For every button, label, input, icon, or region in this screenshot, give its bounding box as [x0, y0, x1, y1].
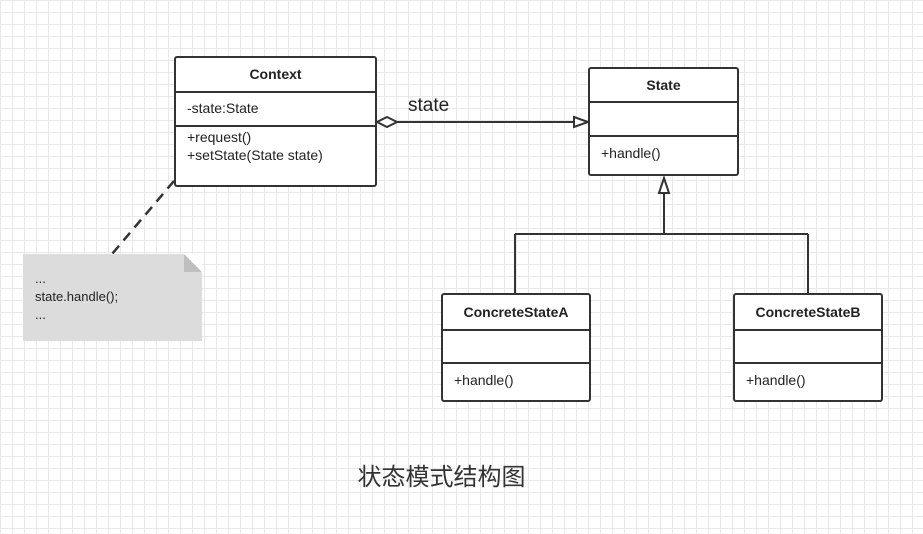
note-line: state.handle();: [35, 289, 119, 304]
generalization-triangle: [657, 174, 671, 194]
class-concrete-state-b[interactable]: ConcreteStateB +handle(): [733, 293, 883, 402]
class-concrete-state-a-methods: +handle(): [443, 364, 589, 389]
class-context-attributes: -state:State: [176, 93, 375, 127]
class-concrete-state-b-name: ConcreteStateB: [735, 295, 881, 331]
context-method: +request(): [187, 129, 252, 145]
class-context-methods: +request() +setState(State state): [176, 127, 375, 164]
class-concrete-state-a-attributes: [443, 331, 589, 364]
class-context[interactable]: Context -state:State +request() +setStat…: [174, 56, 377, 187]
association-label: state: [408, 95, 450, 116]
note-line: ...: [35, 271, 46, 286]
aggregation-diamond: [374, 115, 400, 129]
concrete-state-b-method: +handle(): [746, 372, 806, 388]
class-concrete-state-a[interactable]: ConcreteStateA +handle(): [441, 293, 591, 402]
class-concrete-state-b-methods: +handle(): [735, 364, 881, 389]
class-concrete-state-b-attributes: [735, 331, 881, 364]
context-attribute: -state:State: [187, 100, 259, 116]
concrete-state-a-method: +handle(): [454, 372, 514, 388]
class-concrete-state-a-name: ConcreteStateA: [443, 295, 589, 331]
class-state-attributes: [590, 103, 737, 137]
context-method: +setState(State state): [187, 147, 323, 163]
note-line: ...: [35, 307, 46, 322]
class-context-name: Context: [176, 58, 375, 93]
association-arrowhead: [573, 115, 591, 129]
note-anchor-line: [111, 167, 186, 255]
note[interactable]: ... state.handle(); ...: [23, 254, 202, 341]
state-method: +handle(): [601, 145, 661, 161]
class-state-methods: +handle(): [590, 137, 737, 162]
note-fold-corner: [184, 254, 202, 272]
diagram-caption: 状态模式结构图: [357, 463, 526, 491]
class-state-name: State: [590, 69, 737, 103]
class-state[interactable]: State +handle(): [588, 67, 739, 176]
